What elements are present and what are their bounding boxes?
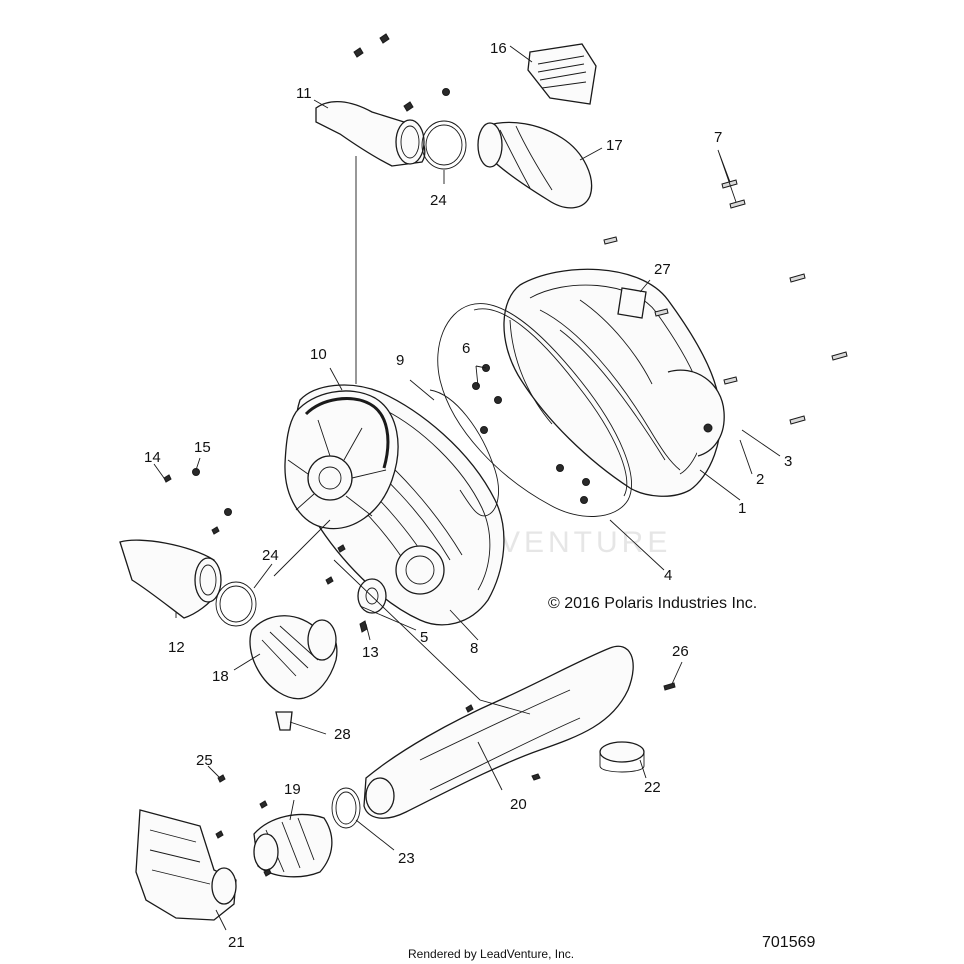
callout-1: 1	[738, 500, 746, 517]
part-20-long-duct	[363, 645, 634, 819]
callout-24-lower: 24	[262, 547, 279, 564]
callout-8: 8	[470, 640, 478, 657]
callout-23: 23	[398, 850, 415, 867]
callout-13: 13	[362, 644, 379, 661]
callout-3: 3	[784, 453, 792, 470]
callout-22: 22	[644, 779, 661, 796]
part-16-grille	[527, 43, 597, 105]
part-21-housing	[135, 809, 237, 921]
callout-6: 6	[462, 340, 470, 357]
callout-12: 12	[168, 639, 185, 656]
part-17-intake-boot	[477, 121, 593, 209]
part-4-seal-inner	[473, 308, 628, 497]
watermark: VENTURE	[500, 526, 671, 559]
callouts: 1 2 3 4 5 6 7 8 9 10 11 12 13 14 15 16 1…	[144, 40, 792, 951]
callout-14: 14	[144, 449, 161, 466]
callout-2: 2	[756, 471, 764, 488]
part-18-y-boot	[249, 615, 338, 700]
part-9-gasket	[429, 389, 499, 517]
callout-10: 10	[310, 346, 327, 363]
callout-26: 26	[672, 643, 689, 660]
part-28-grommet	[275, 711, 293, 731]
callout-9: 9	[396, 352, 404, 369]
part-11-intake-duct	[315, 101, 426, 167]
callout-21: 21	[228, 934, 245, 951]
part-24-clamp-upper	[421, 120, 467, 170]
callout-20: 20	[510, 796, 527, 813]
callout-27: 27	[654, 261, 671, 278]
callout-4: 4	[664, 567, 672, 584]
callout-11: 11	[296, 85, 312, 102]
callout-16: 16	[490, 40, 507, 57]
part-10-fan-cover	[284, 390, 399, 530]
part-19-boot	[253, 813, 333, 878]
part-24-clamp-lower	[215, 581, 257, 627]
callout-7: 7	[714, 129, 722, 146]
part-23-clamp	[331, 787, 361, 829]
callout-15: 15	[194, 439, 211, 456]
part-12-intake-duct	[119, 539, 222, 619]
fasteners	[163, 33, 848, 877]
rendered-by: Rendered by LeadVenture, Inc.	[408, 947, 574, 961]
callout-17: 17	[606, 137, 623, 154]
callout-5: 5	[420, 629, 428, 646]
part-22-clamp	[599, 741, 645, 773]
diagram-number: 701569	[762, 934, 815, 951]
callout-24-upper: 24	[430, 192, 447, 209]
callout-19: 19	[284, 781, 301, 798]
part-1-outer-cover	[503, 268, 725, 497]
callout-18: 18	[212, 668, 229, 685]
callout-25: 25	[196, 752, 213, 769]
part-4-seal	[437, 303, 632, 517]
copyright: © 2016 Polaris Industries Inc.	[548, 595, 757, 612]
callout-28: 28	[334, 726, 351, 743]
leader-lines	[153, 45, 781, 931]
